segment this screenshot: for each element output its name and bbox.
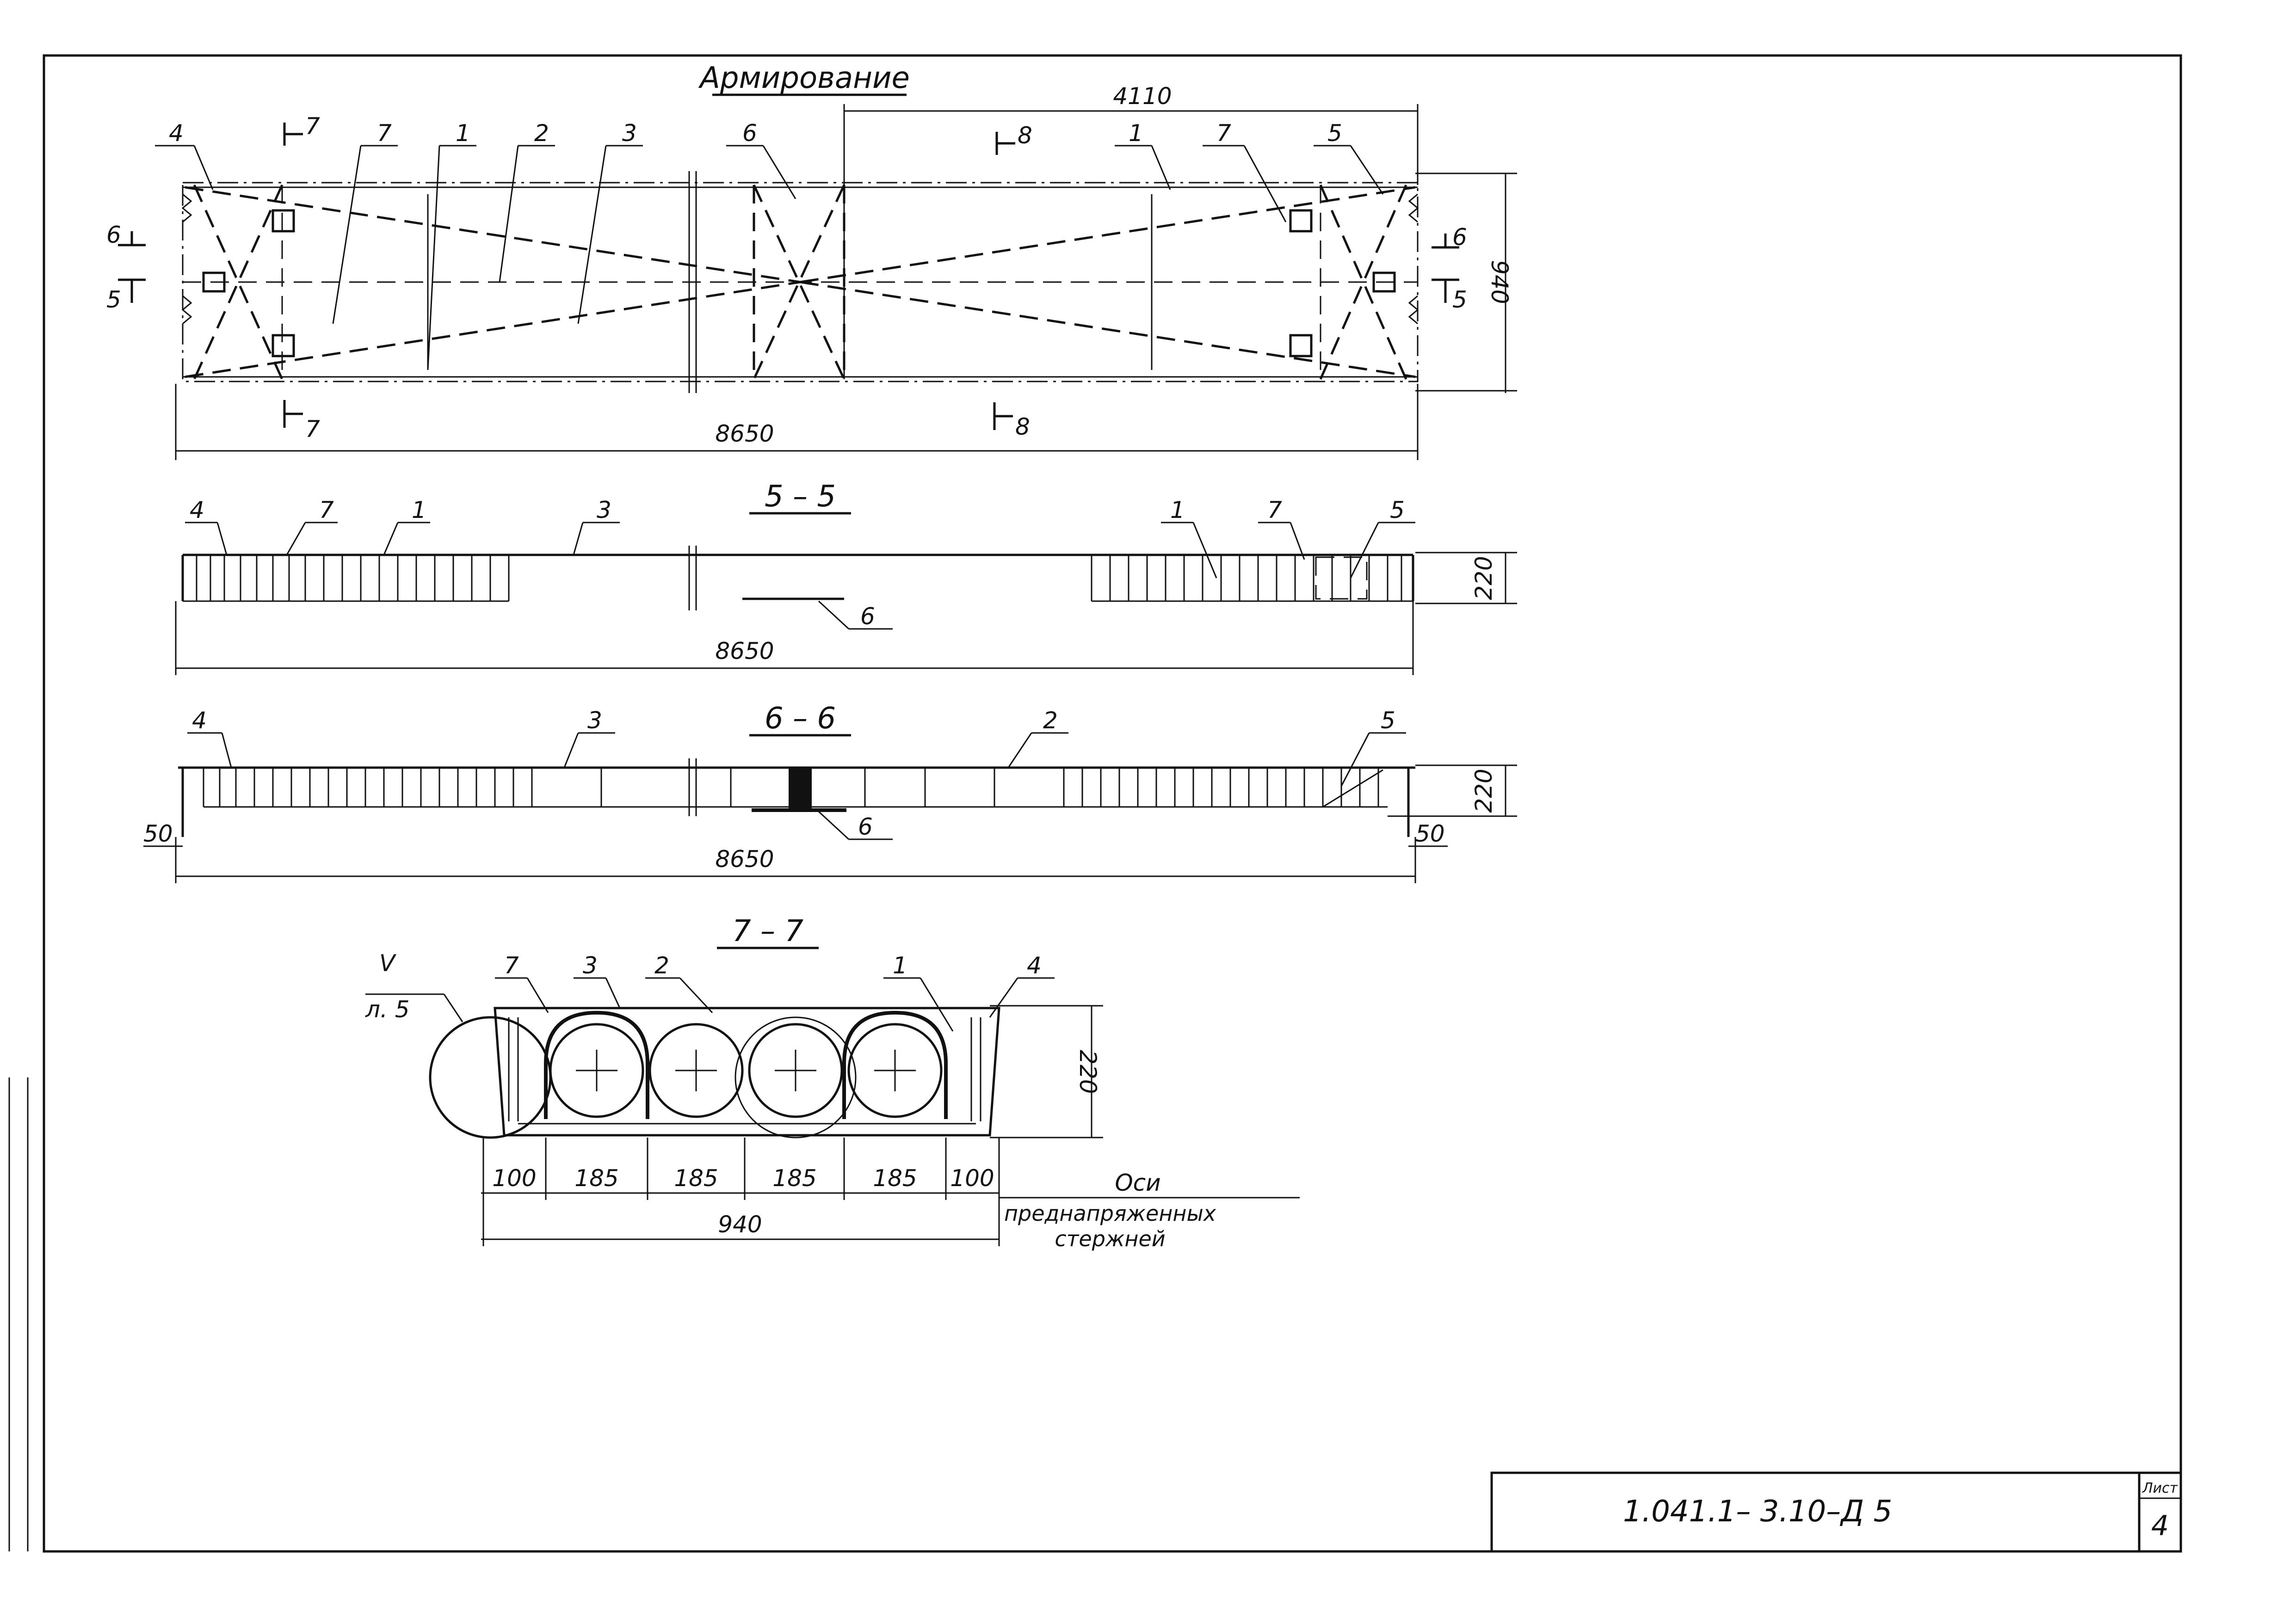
svg-text:3: 3 [597,497,611,523]
svg-text:7: 7 [319,497,334,523]
position-mark: 7 [377,120,392,147]
sheet-frame [8,54,2182,1553]
svg-text:1: 1 [1170,497,1185,523]
section-5-5-position-marks: 4 7 1 3 1 7 5 6 [185,497,1415,630]
svg-text:8: 8 [1018,122,1032,149]
svg-text:2: 2 [654,952,669,979]
overall-length-dimension: 8650 [715,846,774,873]
edge-dimension: 100 [492,1165,536,1192]
svg-text:6: 6 [1452,224,1467,251]
note-line: Оси [1115,1169,1160,1196]
title-block: 1.041.1– 3.10–Д 5 Лист 4 [1490,1471,2182,1553]
svg-text:5: 5 [1452,286,1467,313]
void-hole [847,1023,943,1118]
svg-text:7: 7 [305,416,320,443]
section-5-5: 5 – 5 4 7 1 3 1 7 5 6 [175,480,1517,675]
half-length-dimension: 4110 [1113,83,1172,110]
svg-text:6: 6 [860,603,875,630]
svg-text:3: 3 [587,707,602,734]
detail-callout [429,1016,552,1139]
svg-text:5: 5 [1390,497,1405,523]
spacing-dimension: 185 [873,1165,917,1192]
width-dimension: 940 [1486,260,1513,304]
callout-node: V [379,950,397,977]
note-line: преднапряженных [1004,1201,1216,1226]
position-mark: 7 [1216,120,1231,147]
spacing-dimension: 185 [574,1165,618,1192]
position-mark: 6 [742,120,757,147]
slab-cross-section [494,1007,1000,1137]
position-mark: 1 [456,120,470,147]
sheet-number: 4 [2151,1510,2169,1542]
svg-text:4: 4 [190,497,204,523]
height-dimension: 220 [1470,556,1497,600]
svg-text:7: 7 [305,113,320,140]
overall-length-dimension: 8650 [715,420,774,447]
svg-text:7: 7 [504,952,519,979]
plan-title: Армирование [698,61,910,95]
section-title: 7 – 7 [732,914,803,948]
section-6-6: 6 – 6 4 3 2 5 6 8650 50 50 [143,701,1517,883]
plan-dimensions: 8650 4110 940 [175,83,1517,460]
callout-sheet: л. 5 [365,996,410,1023]
spacing-dimension: 185 [772,1165,816,1192]
svg-text:5: 5 [1381,707,1395,734]
void-hole [748,1023,843,1118]
overall-length-dimension: 8650 [715,638,774,664]
svg-text:5: 5 [106,286,121,313]
end-offset-dimension: 50 [143,820,173,847]
void-hole [648,1023,744,1118]
position-mark: 4 [169,120,184,147]
svg-text:7: 7 [1267,497,1282,523]
joint-detail [789,768,812,809]
end-offset-dimension: 50 [1415,820,1445,847]
note-line: стержней [1055,1226,1165,1251]
position-mark: 2 [534,120,549,147]
height-dimension: 220 [1074,1050,1101,1094]
document-code: 1.041.1– 3.10–Д 5 [1623,1495,1892,1529]
width-dimension: 940 [718,1211,762,1238]
svg-text:2: 2 [1043,707,1058,734]
svg-text:4: 4 [1027,952,1042,979]
svg-text:3: 3 [583,952,598,979]
position-mark: 3 [622,120,637,147]
section-7-7-position-marks: 7 3 2 1 4 [495,952,1055,1032]
section-6-6-position-marks: 4 3 2 5 6 [187,707,1406,840]
position-mark: 1 [1129,120,1143,147]
position-mark: 5 [1327,120,1342,147]
reinforcement-plan: Армирование [106,61,1517,460]
height-dimension: 220 [1470,769,1497,812]
section-7-7: 7 – 7 V л. 5 7 3 2 1 4 [365,914,1300,1251]
svg-text:6: 6 [858,813,873,840]
svg-text:1: 1 [893,952,907,979]
edge-dimension: 100 [950,1165,994,1192]
void-hole [549,1023,644,1118]
sheet-label: Лист [2142,1480,2179,1496]
section-title: 6 – 6 [765,701,836,736]
svg-text:6: 6 [106,221,121,248]
svg-text:1: 1 [412,497,426,523]
plan-position-marks: 4 7 1 2 3 6 1 7 5 [155,120,1384,370]
svg-text:8: 8 [1015,413,1030,440]
section-title: 5 – 5 [765,480,836,514]
spacing-dimension: 185 [674,1165,718,1192]
section-cut-marks: 7 7 8 8 6 5 6 5 [106,113,1467,443]
svg-text:4: 4 [192,707,207,734]
